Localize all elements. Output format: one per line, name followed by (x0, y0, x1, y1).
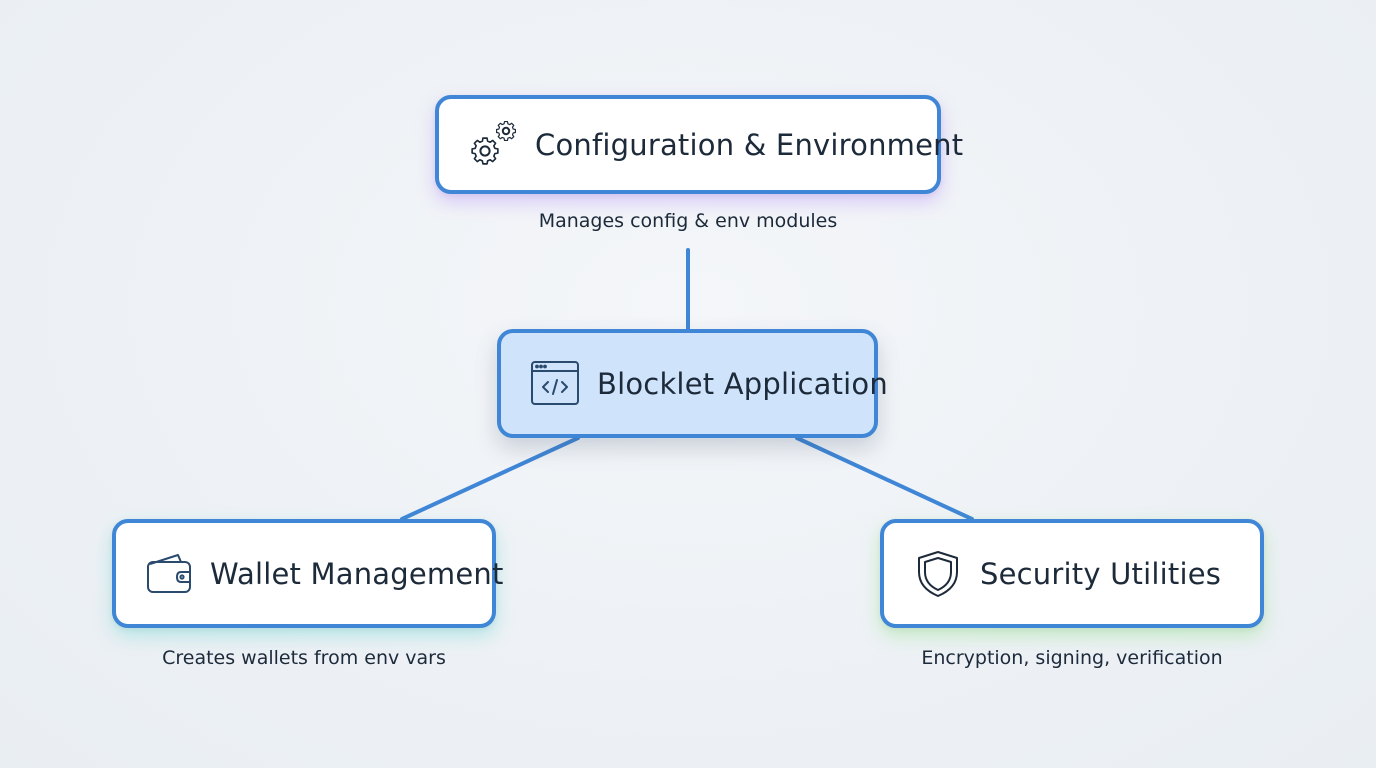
config-environment-label: Configuration & Environment (535, 127, 964, 162)
wallet-management-node[interactable]: Wallet Management (112, 519, 503, 628)
wallet-management-label: Wallet Management (210, 556, 504, 591)
security-utilities-caption: Encryption, signing, verification (921, 647, 1223, 669)
blocklet-application-node[interactable]: Blocklet Application (497, 329, 888, 438)
connector-blocklet-wallet (400, 436, 580, 521)
config-environment-caption: Manages config & env modules (538, 210, 838, 232)
security-utilities-node[interactable]: Security Utilities (880, 519, 1264, 628)
shield-icon (912, 548, 964, 600)
config-environment-node[interactable]: Configuration & Environment (435, 95, 963, 194)
code-window-icon (529, 358, 581, 410)
wallet-management-caption: Creates wallets from env vars (162, 647, 446, 669)
wallet-icon (144, 548, 196, 600)
blocklet-application-label: Blocklet Application (597, 366, 888, 401)
gears-icon (467, 118, 521, 172)
security-utilities-label: Security Utilities (980, 556, 1222, 591)
connector-blocklet-security (795, 436, 974, 521)
